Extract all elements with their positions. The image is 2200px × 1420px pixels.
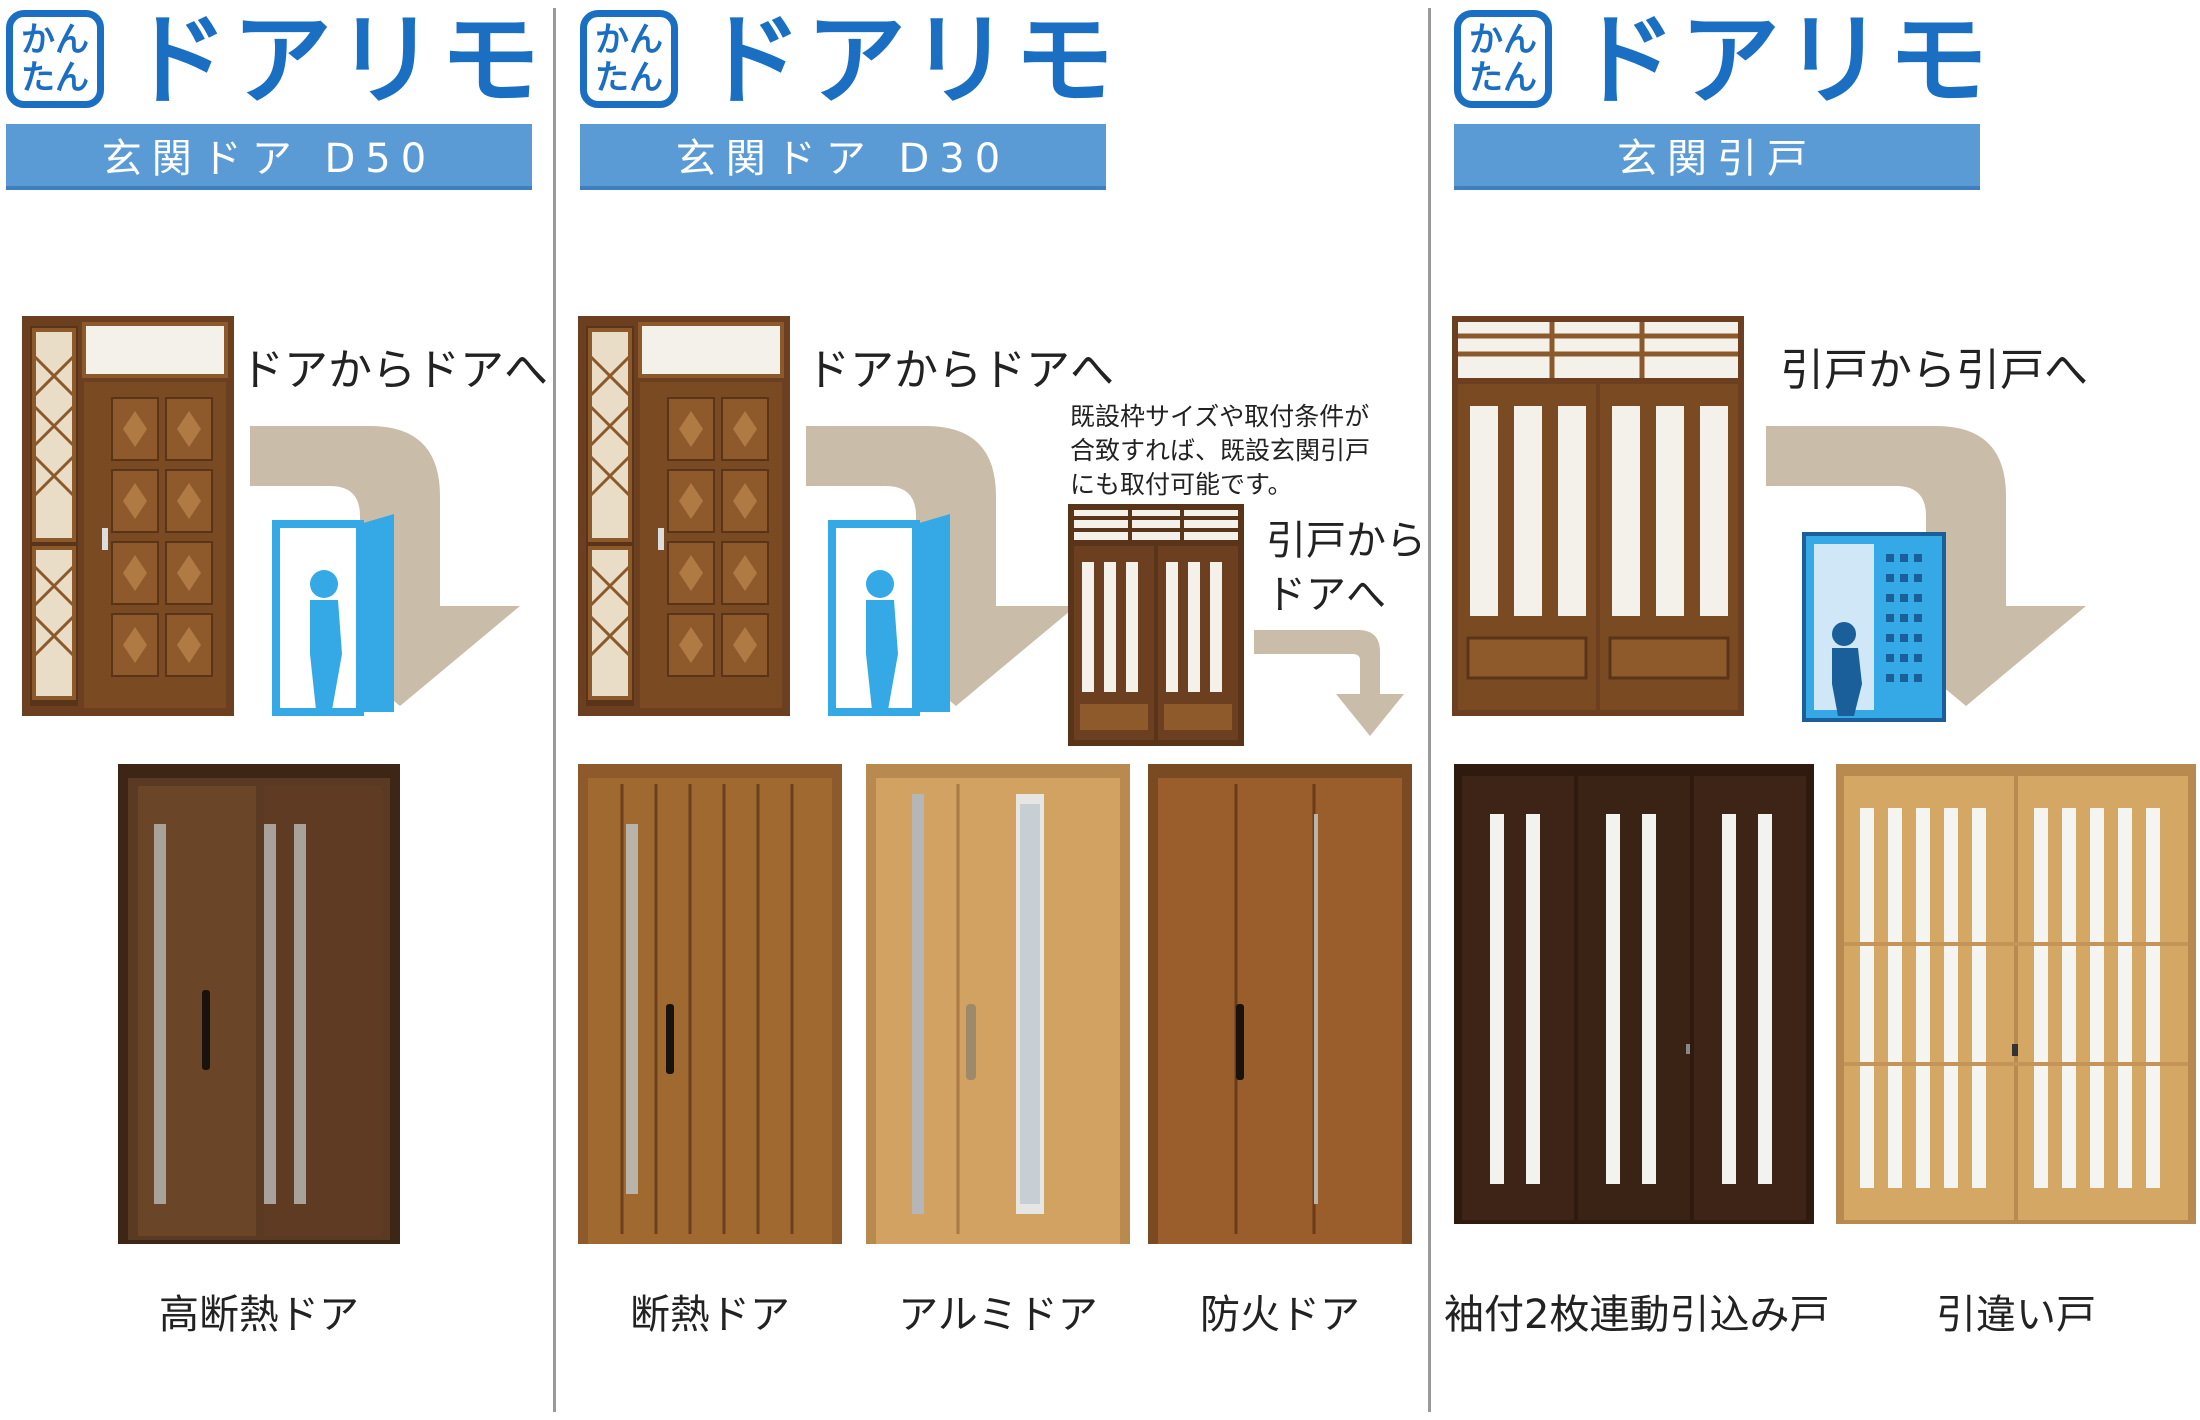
brand-logo: ドアリモ [702,2,1118,119]
install-note: 既設枠サイズや取付条件が 合致すれば、既設玄関引戸 にも取付可能です。 [1070,400,1370,502]
section-divider [553,8,556,1412]
brand-logo: ドアリモ [1576,2,1992,119]
sub-caption: 引戸から ドアへ [1266,514,1426,622]
small-arrow-icon [1254,630,1404,736]
person-door-icon [272,514,394,716]
product-door-image [1836,764,2196,1224]
product-label: 防火ドア [1200,1292,1360,1338]
note-line: 既設枠サイズや取付条件が [1070,402,1370,431]
old-door-illustration [578,316,790,716]
product-door-image [118,764,400,1244]
badge-line: かん [595,20,663,60]
person-sliding-door-icon [1802,532,1946,722]
kantan-badge-icon: かん たん [6,10,104,108]
old-sliding-door-illustration [1452,316,1744,716]
badge-line: かん [1469,20,1537,60]
product-door-image [1148,764,1412,1244]
note-line: 合致すれば、既設玄関引戸 [1070,436,1371,465]
product-label: 断熱ドア [630,1292,790,1338]
product-banner: 玄関引戸 [1454,124,1980,190]
sub-caption-line: 引戸から [1266,518,1426,564]
person-door-icon [828,514,950,716]
old-sliding-door-illustration [1068,504,1244,746]
section-caption: ドアからドアへ [806,345,1114,396]
badge-line: たん [1469,58,1537,98]
product-door-image [578,764,842,1244]
badge-line: たん [595,58,663,98]
badge-line: たん [21,58,89,98]
badge-line: かん [21,20,89,60]
product-banner: 玄関ドア D30 [580,124,1106,190]
product-banner: 玄関ドア D50 [6,124,532,190]
note-line: にも取付可能です。 [1070,470,1293,499]
product-door-image [866,764,1130,1244]
kantan-badge-icon: かん たん [1454,10,1552,108]
product-label: 袖付2枚連動引込み戸 [1444,1292,1830,1338]
section-caption: 引戸から引戸へ [1780,345,2088,396]
brand-logo: ドアリモ [128,2,544,119]
product-door-image [1454,764,1814,1224]
section-divider [1428,8,1431,1412]
section-caption: ドアからドアへ [240,345,548,396]
kantan-badge-icon: かん たん [580,10,678,108]
old-door-illustration [22,316,234,716]
sub-caption-line: ドアへ [1266,572,1386,618]
product-label: 引違い戸 [1936,1292,2096,1338]
product-label: アルミドア [898,1292,1098,1338]
product-label: 高断熱ドア [159,1292,359,1338]
